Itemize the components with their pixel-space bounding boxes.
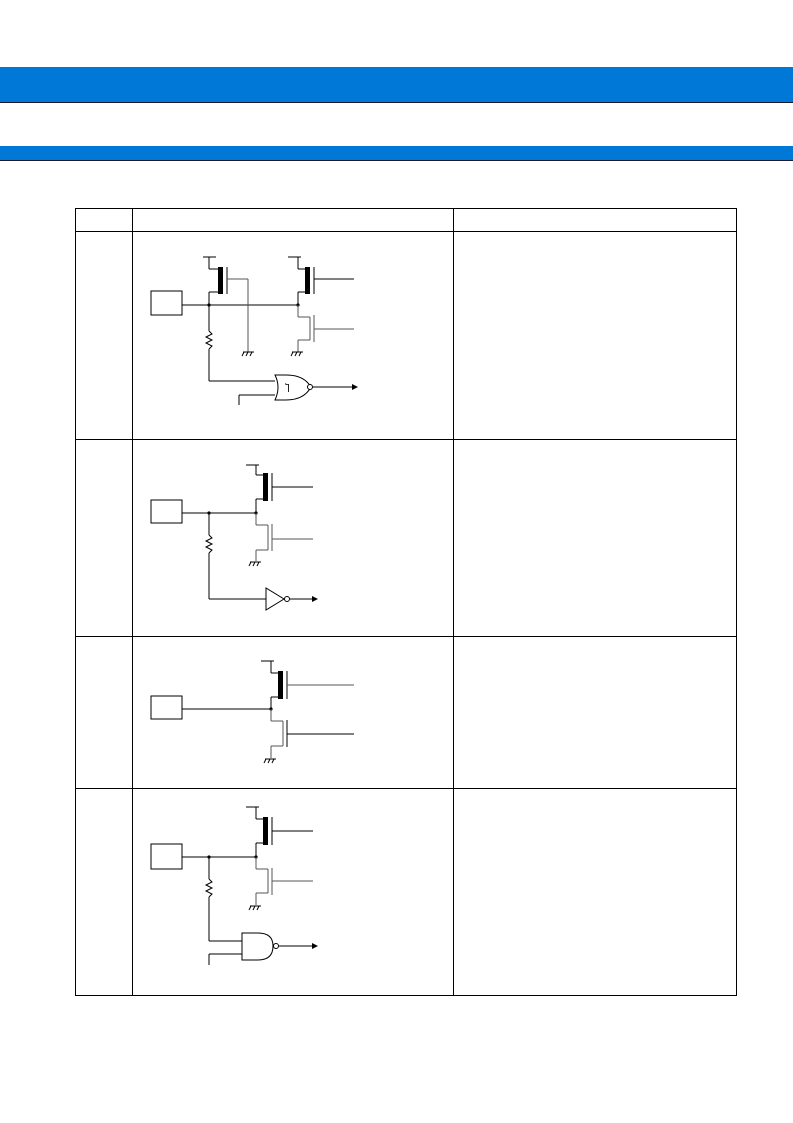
schmitt-nor-gate: [238, 374, 358, 405]
pin-pad: [150, 695, 183, 720]
circuit-diagram-row-3: [150, 660, 354, 764]
pull-down-resistor: [204, 857, 242, 942]
nand-gate: [208, 932, 318, 965]
ground-icon: [290, 351, 303, 357]
inverter-gate: [265, 587, 318, 611]
ground-icon: [241, 351, 254, 357]
output-nmos: [297, 305, 354, 352]
row-divider: [76, 636, 736, 637]
ground-icon: [248, 561, 261, 567]
pull-down-resistor: [204, 305, 275, 382]
circuit-diagram-row-4: [150, 806, 318, 965]
output-pmos: [246, 464, 313, 513]
pin-pad: [150, 843, 183, 870]
output-pmos: [288, 256, 354, 305]
pull-up-pmos: [203, 256, 249, 352]
pin-pad: [150, 290, 183, 316]
circuit-diagram-row-2: [150, 464, 318, 611]
schmitt-trigger-icon: Ⴈ: [285, 382, 290, 395]
row-divider: [76, 439, 736, 440]
output-nmos: [270, 709, 354, 758]
column-divider: [132, 209, 133, 995]
io-circuit-table: Ⴈ: [75, 208, 737, 996]
header-row-divider: [76, 231, 736, 232]
column-divider: [453, 209, 454, 995]
ground-icon: [263, 758, 276, 764]
output-pmos: [246, 806, 313, 857]
circuit-diagram-row-1: Ⴈ: [150, 256, 358, 405]
row-divider: [76, 788, 736, 789]
output-pmos: [261, 660, 354, 709]
ground-icon: [248, 905, 261, 911]
output-nmos: [255, 513, 313, 561]
output-nmos: [255, 857, 313, 905]
section-band: [0, 146, 793, 161]
header-band: [0, 67, 793, 103]
pin-pad: [150, 499, 183, 524]
pull-down-resistor: [204, 513, 266, 600]
